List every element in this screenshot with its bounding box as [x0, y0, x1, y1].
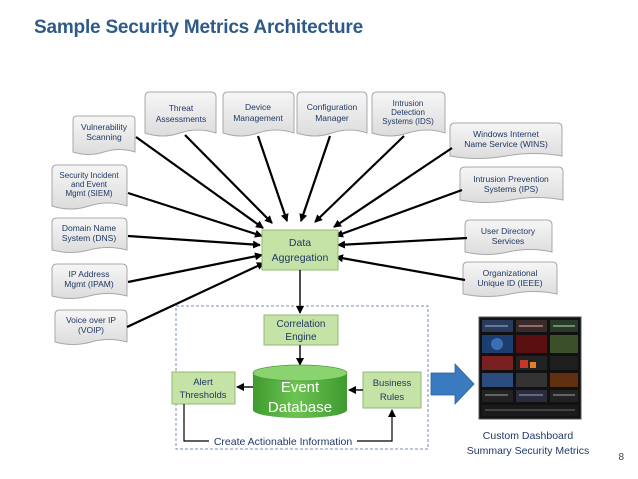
source-label: Threat — [169, 103, 194, 113]
source-label: Name Service (WINS) — [464, 139, 548, 149]
source-label: Services — [492, 236, 525, 246]
business-label: Rules — [380, 392, 405, 403]
business-label: Business — [373, 378, 412, 389]
source-label: Voice over IP — [66, 315, 116, 325]
alert-label: Thresholds — [180, 390, 227, 401]
source-wins: Windows Internet Name Service (WINS) — [449, 122, 563, 159]
source-label: Detection — [391, 108, 425, 117]
source-label: Windows Internet — [473, 129, 539, 139]
source-label: IP Address — [69, 269, 110, 279]
source-label: Intrusion Prevention — [473, 174, 549, 184]
source-label: Scanning — [86, 132, 122, 142]
source-label: and Event — [71, 180, 108, 189]
slide-title: Sample Security Metrics Architecture — [34, 17, 363, 38]
source-label: Device — [245, 102, 271, 112]
source-ips: Intrusion Prevention Systems (IPS) — [459, 166, 564, 203]
correlation-label: Correlation — [277, 319, 326, 330]
source-label: System (DNS) — [62, 233, 116, 243]
source-intrusion-detection: Intrusion Detection Systems (IDS) — [371, 91, 446, 137]
correlation-label: Engine — [285, 332, 317, 343]
source-voip: Voice over IP (VOIP) — [54, 309, 128, 345]
source-label: Intrusion — [393, 99, 424, 108]
source-siem: Security Incident and Event Mgmt (SIEM) — [51, 164, 128, 210]
source-label: Assessments — [156, 114, 207, 124]
source-ieee: Organizational Unique ID (IEEE) — [462, 261, 558, 297]
dashboard-thumbnail — [478, 316, 582, 420]
feedback-loop: Create Actionable Information — [183, 404, 396, 448]
source-label: Systems (IPS) — [484, 184, 538, 194]
source-threat-assessments: Threat Assessments — [144, 91, 217, 137]
correlation-engine-box: Correlation Engine — [263, 314, 339, 346]
source-label: Domain Name — [62, 223, 117, 233]
source-label: Systems (IDS) — [382, 117, 434, 126]
source-user-directory: User Directory Services — [464, 219, 553, 255]
source-label: (VOIP) — [78, 325, 104, 335]
feed-arrows — [126, 134, 468, 328]
event-database-cylinder: Event Database — [252, 364, 348, 418]
database-label: Database — [268, 399, 332, 416]
dashboard-caption: Custom Dashboard — [483, 430, 574, 442]
source-label: Security Incident — [59, 171, 119, 180]
data-aggregation-box: Data Aggregation — [261, 229, 339, 271]
page-number: 8 — [618, 452, 624, 463]
aggregation-label: Data — [289, 237, 311, 249]
source-label: Unique ID (IEEE) — [477, 278, 542, 288]
alert-thresholds-box: Alert Thresholds — [171, 371, 236, 405]
source-vulnerability-scanning: Vulnerability Scanning — [72, 115, 136, 155]
source-label: User Directory — [481, 226, 536, 236]
aggregation-label: Aggregation — [272, 252, 329, 264]
source-label: Mgmt (SIEM) — [65, 189, 112, 198]
source-label: Manager — [315, 113, 349, 123]
source-ipam: IP Address Mgmt (IPAM) — [51, 263, 128, 299]
dashboard-arrow — [430, 362, 475, 406]
database-label: Event — [281, 379, 320, 396]
source-label: Vulnerability — [81, 122, 128, 132]
source-configuration-manager: Configuration Manager — [296, 91, 368, 137]
source-label: Configuration — [307, 102, 358, 112]
business-rules-box: Business Rules — [362, 371, 422, 409]
dashboard-caption: Summary Security Metrics — [467, 445, 590, 457]
source-label: Mgmt (IPAM) — [64, 279, 114, 289]
actionable-label: Create Actionable Information — [214, 436, 352, 448]
source-label: Organizational — [483, 268, 538, 278]
source-dns: Domain Name System (DNS) — [51, 217, 128, 253]
source-device-management: Device Management — [222, 91, 295, 137]
alert-label: Alert — [193, 377, 213, 388]
source-label: Management — [233, 113, 283, 123]
